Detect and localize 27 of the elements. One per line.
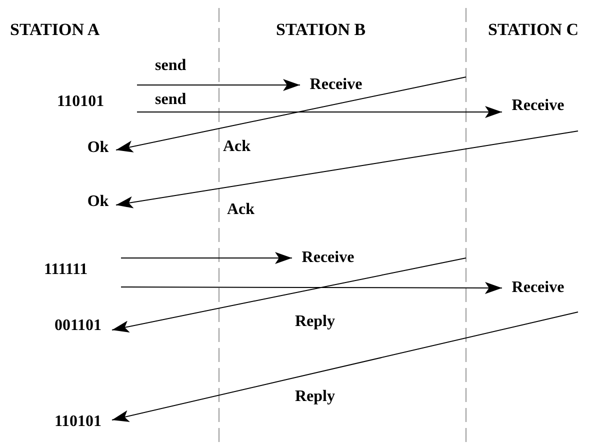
edge-label: send <box>155 56 186 76</box>
arrow <box>136 79 300 91</box>
message-label: Ack <box>227 200 255 220</box>
station-header: STATION C <box>488 20 579 40</box>
message-label: Ack <box>223 137 251 157</box>
message-text: Ok <box>80 138 116 158</box>
arrow <box>136 106 502 118</box>
arrow <box>116 130 578 208</box>
arrow <box>120 252 292 264</box>
message-text: 001101 <box>44 316 112 336</box>
message-text: Receive <box>502 96 574 116</box>
station-header: STATION A <box>10 20 100 40</box>
arrow <box>112 258 466 332</box>
arrow <box>116 76 466 152</box>
arrow <box>112 312 578 422</box>
message-text: Receive <box>502 278 574 298</box>
data-value: 110101 <box>57 92 104 112</box>
message-label: Reply <box>295 387 335 407</box>
edge-label: send <box>155 90 186 110</box>
message-label: Reply <box>295 312 335 332</box>
data-value: 111111 <box>44 260 88 280</box>
message-text: Receive <box>292 248 364 268</box>
station-header: STATION B <box>276 20 366 40</box>
message-text: Ok <box>80 192 116 212</box>
message-text: 110101 <box>44 412 112 432</box>
message-text: Receive <box>300 75 372 95</box>
arrow <box>120 282 502 294</box>
